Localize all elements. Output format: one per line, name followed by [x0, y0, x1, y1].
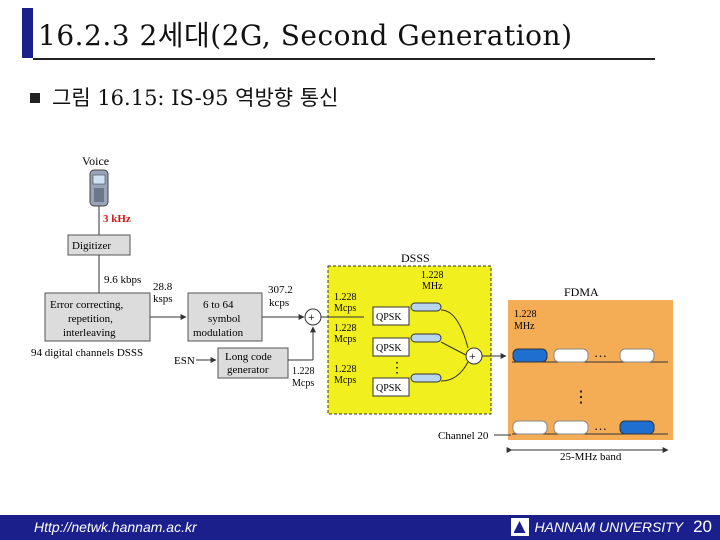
qpsk-box-3: [372, 377, 410, 397]
error-correcting-box: [44, 292, 151, 342]
mcps-value-2: 1.228: [334, 323, 357, 334]
fdma-mhz-unit: MHz: [514, 321, 535, 332]
digitizer-label: Digitizer: [72, 240, 111, 252]
dsss-ellipsis: ⋮: [390, 361, 404, 376]
kcps-unit: kcps: [269, 297, 289, 309]
kcps-value: 307.2: [268, 284, 293, 296]
mcps-value-1: 1.228: [334, 292, 357, 303]
bullet-square-icon: [30, 92, 40, 103]
longcode-box: [217, 347, 289, 379]
voice-label: Voice: [82, 154, 109, 168]
channels-label: 94 digital channels DSSS: [31, 347, 143, 359]
qpsk-label-3: QPSK: [376, 383, 402, 394]
symbol-line2: symbol: [208, 313, 240, 325]
mini-spectrum-icons: [410, 302, 442, 383]
university-name: HANNAM UNIVERSITY: [534, 519, 684, 535]
mcps-value-3: 1.228: [334, 364, 357, 375]
band-label: 25-MHz band: [560, 451, 622, 463]
qpsk-box-1: [372, 306, 410, 326]
ksps-value: 28.8: [153, 281, 173, 293]
qpsk-box-2: [372, 337, 410, 357]
symbol-modulation-box: [187, 292, 263, 342]
slide-title: 16.2.3 2세대(2G, Second Generation): [38, 19, 573, 52]
footer-url: Http://netwk.hannam.ac.kr: [34, 519, 197, 535]
khz-label: 3 kHz: [103, 213, 131, 225]
svg-text:+: +: [308, 310, 315, 324]
fdma-label: FDMA: [564, 285, 599, 299]
esn-label: ESN: [174, 355, 195, 367]
longcode-line1: Long code: [225, 351, 272, 363]
longcode-mcps-value: 1.228: [292, 366, 315, 377]
longcode-mcps-unit: Mcps: [292, 378, 314, 389]
fdma-mhz-value: 1.228: [514, 309, 537, 320]
cellphone-icon: [89, 169, 109, 207]
svg-text:+: +: [469, 349, 476, 363]
ksps-unit: ksps: [153, 293, 173, 305]
mcps-unit-2: Mcps: [334, 334, 356, 345]
caption-text: 그림 16.15: IS-95 역방향 통신: [52, 86, 339, 110]
symbol-line1: 6 to 64: [203, 299, 234, 311]
title-underline: [33, 58, 655, 60]
title-accent-bar: [22, 8, 33, 58]
page-number: 20: [693, 517, 712, 536]
error-box-line1: Error correcting,: [50, 299, 124, 311]
university-logo-icon: [510, 518, 529, 536]
svg-text:…: …: [594, 418, 607, 433]
svg-text:…: …: [594, 345, 607, 360]
is95-reverse-diagram: Voice 3 kHz Digitizer 9.6 kbps Error cor…: [31, 154, 673, 463]
dsss-mhz-value: 1.228: [421, 270, 444, 281]
fdma-channel-active: [512, 348, 548, 363]
channel20-label: Channel 20: [438, 430, 489, 442]
qpsk-label-1: QPSK: [376, 312, 402, 323]
dsss-label: DSSS: [401, 251, 430, 265]
longcode-line2: generator: [227, 364, 269, 376]
dsss-mhz-unit: MHz: [422, 281, 443, 292]
symbol-line3: modulation: [193, 327, 244, 339]
error-box-line3: interleaving: [63, 327, 116, 339]
mcps-unit-3: Mcps: [334, 375, 356, 386]
error-box-line2: repetition,: [68, 313, 113, 325]
mcps-unit-1: Mcps: [334, 303, 356, 314]
qpsk-label-2: QPSK: [376, 343, 402, 354]
fdma-panel: [508, 300, 673, 440]
fdma-ellipsis: ⋮: [573, 389, 589, 406]
kbps-label: 9.6 kbps: [104, 274, 141, 286]
footer-right: HANNAM UNIVERSITY 20: [510, 517, 712, 537]
footer-bar: Http://netwk.hannam.ac.kr HANNAM UNIVERS…: [0, 515, 720, 540]
fdma-channel-20: [619, 420, 655, 435]
figure-caption: 그림 16.15: IS-95 역방향 통신: [30, 82, 338, 112]
